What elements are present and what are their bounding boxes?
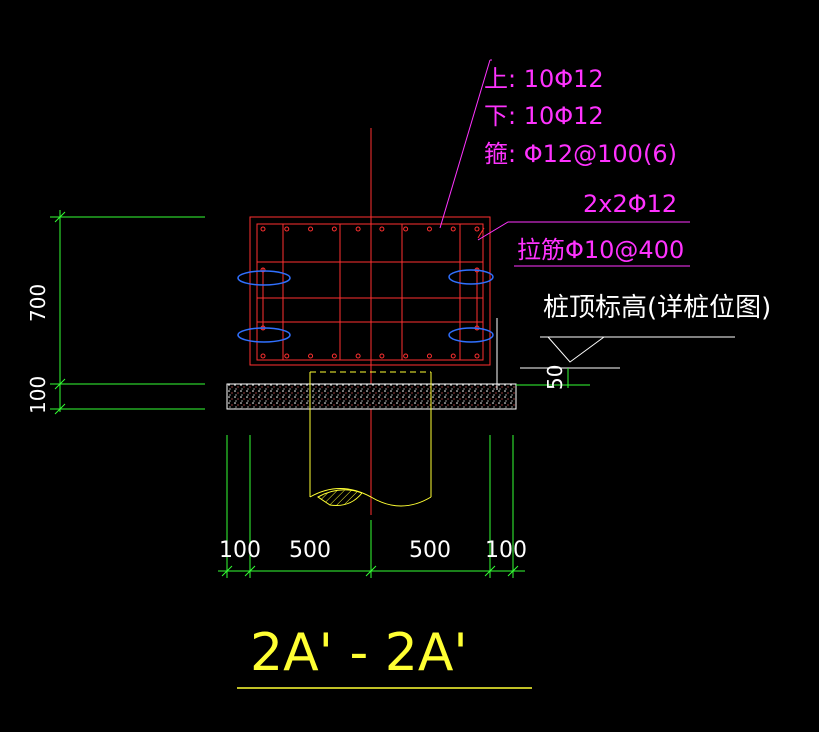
dim-height-lower: 100 <box>26 376 50 414</box>
bottom-rebar <box>426 353 432 359</box>
bottom-rebar <box>474 353 480 359</box>
bottom-rebar <box>403 353 409 359</box>
dim-height-upper: 700 <box>26 284 50 322</box>
side-bar-markers <box>237 269 494 343</box>
pile-top-note: 桩顶标高(详桩位图) <box>543 293 771 323</box>
side-rebar <box>260 267 480 331</box>
dim-bottom-right-cover: 100 <box>485 538 527 563</box>
section-title: 2A' - 2A' <box>250 623 468 683</box>
beam-section <box>237 216 494 366</box>
top-rebar <box>308 226 314 232</box>
vertical-dimensions <box>50 210 205 415</box>
bottom-rebar-label: 下: 10Φ12 <box>484 102 604 130</box>
top-rebar <box>284 226 290 232</box>
rebar-leaders <box>439 59 690 267</box>
bottom-rebar <box>308 353 314 359</box>
bottom-rebar-row <box>260 353 480 359</box>
bottom-rebar <box>379 353 385 359</box>
dim-bottom-right-half: 500 <box>409 538 451 563</box>
hook-mark <box>477 227 485 239</box>
bottom-rebar <box>260 353 266 359</box>
top-rebar-label: 上: 10Φ12 <box>484 65 604 93</box>
top-rebar <box>260 226 266 232</box>
top-rebar-row <box>260 226 480 232</box>
horizontal-dimensions <box>218 435 525 578</box>
pile-top-elevation <box>496 318 735 390</box>
stirrup-outline <box>256 223 484 361</box>
stirrup-label: 箍: Φ12@100(6) <box>484 140 677 168</box>
tie-bars-label: 拉筋Φ10@400 <box>517 236 684 264</box>
dim-bottom-left-half: 500 <box>289 538 331 563</box>
top-rebar <box>426 226 432 232</box>
side-bars-label: 2x2Φ12 <box>583 190 677 218</box>
top-rebar <box>474 226 480 232</box>
beam-outline <box>249 216 491 366</box>
top-rebar <box>403 226 409 232</box>
top-rebar <box>450 226 456 232</box>
offset-dim-text: 50 <box>543 365 567 390</box>
pile <box>309 371 432 507</box>
bottom-rebar <box>331 353 337 359</box>
bottom-rebar <box>450 353 456 359</box>
top-rebar <box>379 226 385 232</box>
dim-bottom-left-cover: 100 <box>219 538 261 563</box>
cushion-layer <box>226 383 517 410</box>
bottom-rebar <box>355 353 361 359</box>
bottom-rebar <box>284 353 290 359</box>
top-rebar <box>331 226 337 232</box>
top-rebar <box>355 226 361 232</box>
inner-stirrups <box>257 224 483 360</box>
